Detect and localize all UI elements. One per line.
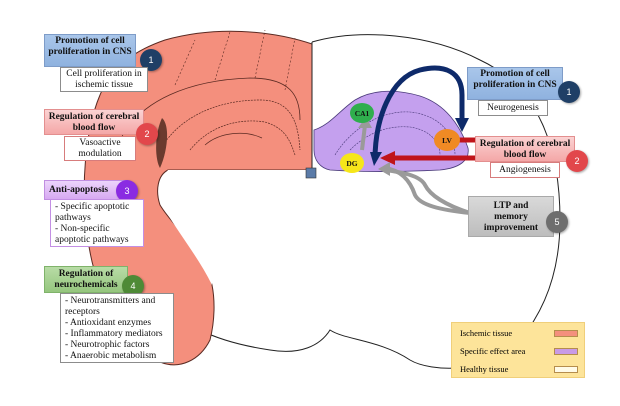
left-proliferation-detail: Cell proliferation in ischemic tissue (60, 67, 148, 92)
right-ltp-title: LTP and memory improvement (468, 196, 554, 237)
legend-label: Specific effect area (460, 346, 526, 356)
badge-1-right: 1 (558, 81, 580, 103)
legend: Ischemic tissue Specific effect area Hea… (451, 322, 585, 378)
node-ca1: CA1 (350, 103, 374, 123)
left-blood-flow-title: Regulation of cerebral blood flow (44, 109, 144, 135)
badge-1-left: 1 (140, 49, 162, 71)
detail-line: - Neurotrophic factors (65, 340, 150, 350)
detail-line: - Inflammatory mediators (65, 329, 163, 339)
node-lv: LV (434, 129, 460, 151)
detail-line: - Non-specific apoptotic pathways (55, 224, 129, 245)
detail-line: - Antioxidant enzymes (65, 318, 152, 328)
legend-swatch-healthy (554, 365, 578, 373)
legend-swatch-ischemic (554, 329, 578, 337)
detail-line: - Specific apoptotic pathways (55, 202, 130, 223)
legend-label: Ischemic tissue (460, 328, 513, 338)
badge-2-right: 2 (566, 150, 588, 172)
right-blood-flow-detail: Angiogenesis (490, 162, 560, 178)
detail-line: - Anaerobic metabolism (65, 351, 157, 361)
legend-item-specific: Specific effect area (460, 346, 578, 356)
badge-5-right: 5 (546, 211, 568, 233)
legend-item-ischemic: Ischemic tissue (460, 328, 578, 338)
right-proliferation-detail: Neurogenesis (478, 100, 548, 116)
left-neurochemicals-details: - Neurotransmitters and receptors - Anti… (60, 293, 174, 363)
badge-2-left: 2 (136, 123, 158, 145)
legend-item-healthy: Healthy tissue (460, 364, 578, 374)
right-blood-flow-title: Regulation of cerebral blood flow (475, 136, 575, 162)
badge-3-left: 3 (116, 180, 138, 202)
detail-line: - Neurotransmitters and receptors (65, 296, 156, 317)
arrow-blue (372, 65, 465, 161)
badge-4-left: 4 (122, 275, 144, 297)
left-blood-flow-detail: Vasoactive modulation (64, 136, 136, 161)
right-proliferation-title: Promotion of cell proliferation in CNS (467, 67, 563, 100)
left-neurochemicals-title: Regulation of neurochemicals (44, 266, 128, 293)
legend-label: Healthy tissue (460, 364, 509, 374)
legend-swatch-specific (554, 347, 578, 355)
left-proliferation-title: Promotion of cell proliferation in CNS (44, 34, 136, 67)
left-anti-apoptosis-details: - Specific apoptotic pathways - Non-spec… (50, 199, 144, 247)
node-dg: DG (340, 153, 364, 173)
